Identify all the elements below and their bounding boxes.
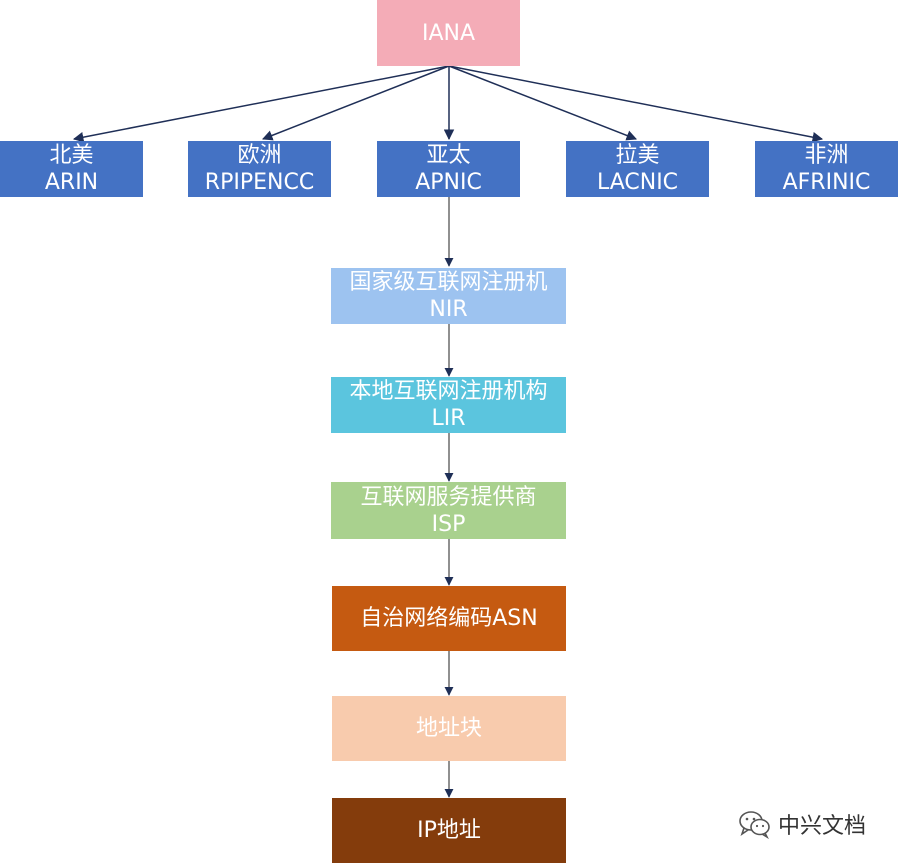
node-asn-title: 自治网络编码ASN	[360, 606, 538, 631]
node-ip-address-title: IP地址	[417, 818, 481, 843]
node-nir: 国家级互联网注册机 NIR	[331, 268, 566, 324]
watermark: 中兴文档	[738, 808, 866, 840]
edge-iana-arin	[72, 65, 450, 143]
node-ip-address: IP地址	[332, 798, 566, 863]
node-region-arin: 北美 ARIN	[0, 141, 143, 197]
node-region-ripe: 欧洲 RPIPENCC	[188, 141, 331, 197]
node-isp-title: 互联网服务提供商	[360, 484, 537, 510]
node-iana: IANA	[377, 0, 520, 66]
node-iana-label: IANA	[421, 20, 476, 46]
region-name: 非洲	[804, 143, 849, 168]
node-region-afrinic: 非洲 AFRINIC	[755, 141, 898, 197]
node-isp: 互联网服务提供商 ISP	[331, 482, 566, 539]
node-isp-code: ISP	[431, 511, 466, 537]
region-code: LACNIC	[596, 170, 679, 195]
node-nir-code: NIR	[429, 297, 468, 322]
region-name: 北美	[49, 143, 94, 168]
region-name: 亚太	[426, 143, 471, 168]
node-address-block-title: 地址块	[415, 716, 482, 741]
region-code: RPIPENCC	[204, 170, 315, 195]
region-code: APNIC	[415, 170, 482, 195]
wechat-icon	[739, 811, 770, 839]
node-region-apnic: 亚太 APNIC	[377, 141, 520, 197]
node-region-lacnic: 拉美 LACNIC	[566, 141, 709, 197]
node-address-block: 地址块	[332, 696, 566, 761]
edge-iana-lacnic	[448, 65, 637, 141]
region-code: AFRINIC	[782, 170, 871, 195]
watermark-text: 中兴文档	[778, 814, 867, 839]
node-lir-code: LIR	[431, 406, 466, 431]
node-lir: 本地互联网注册机构 LIR	[331, 377, 566, 433]
region-code: ARIN	[44, 170, 99, 195]
region-name: 欧洲	[237, 143, 282, 168]
region-name: 拉美	[615, 143, 660, 168]
node-asn: 自治网络编码ASN	[332, 586, 566, 651]
edge-iana-afrinic	[448, 65, 824, 143]
node-nir-title: 国家级互联网注册机	[349, 270, 548, 295]
edge-iana-ripe	[262, 65, 450, 141]
node-lir-title: 本地互联网注册机构	[349, 379, 548, 404]
